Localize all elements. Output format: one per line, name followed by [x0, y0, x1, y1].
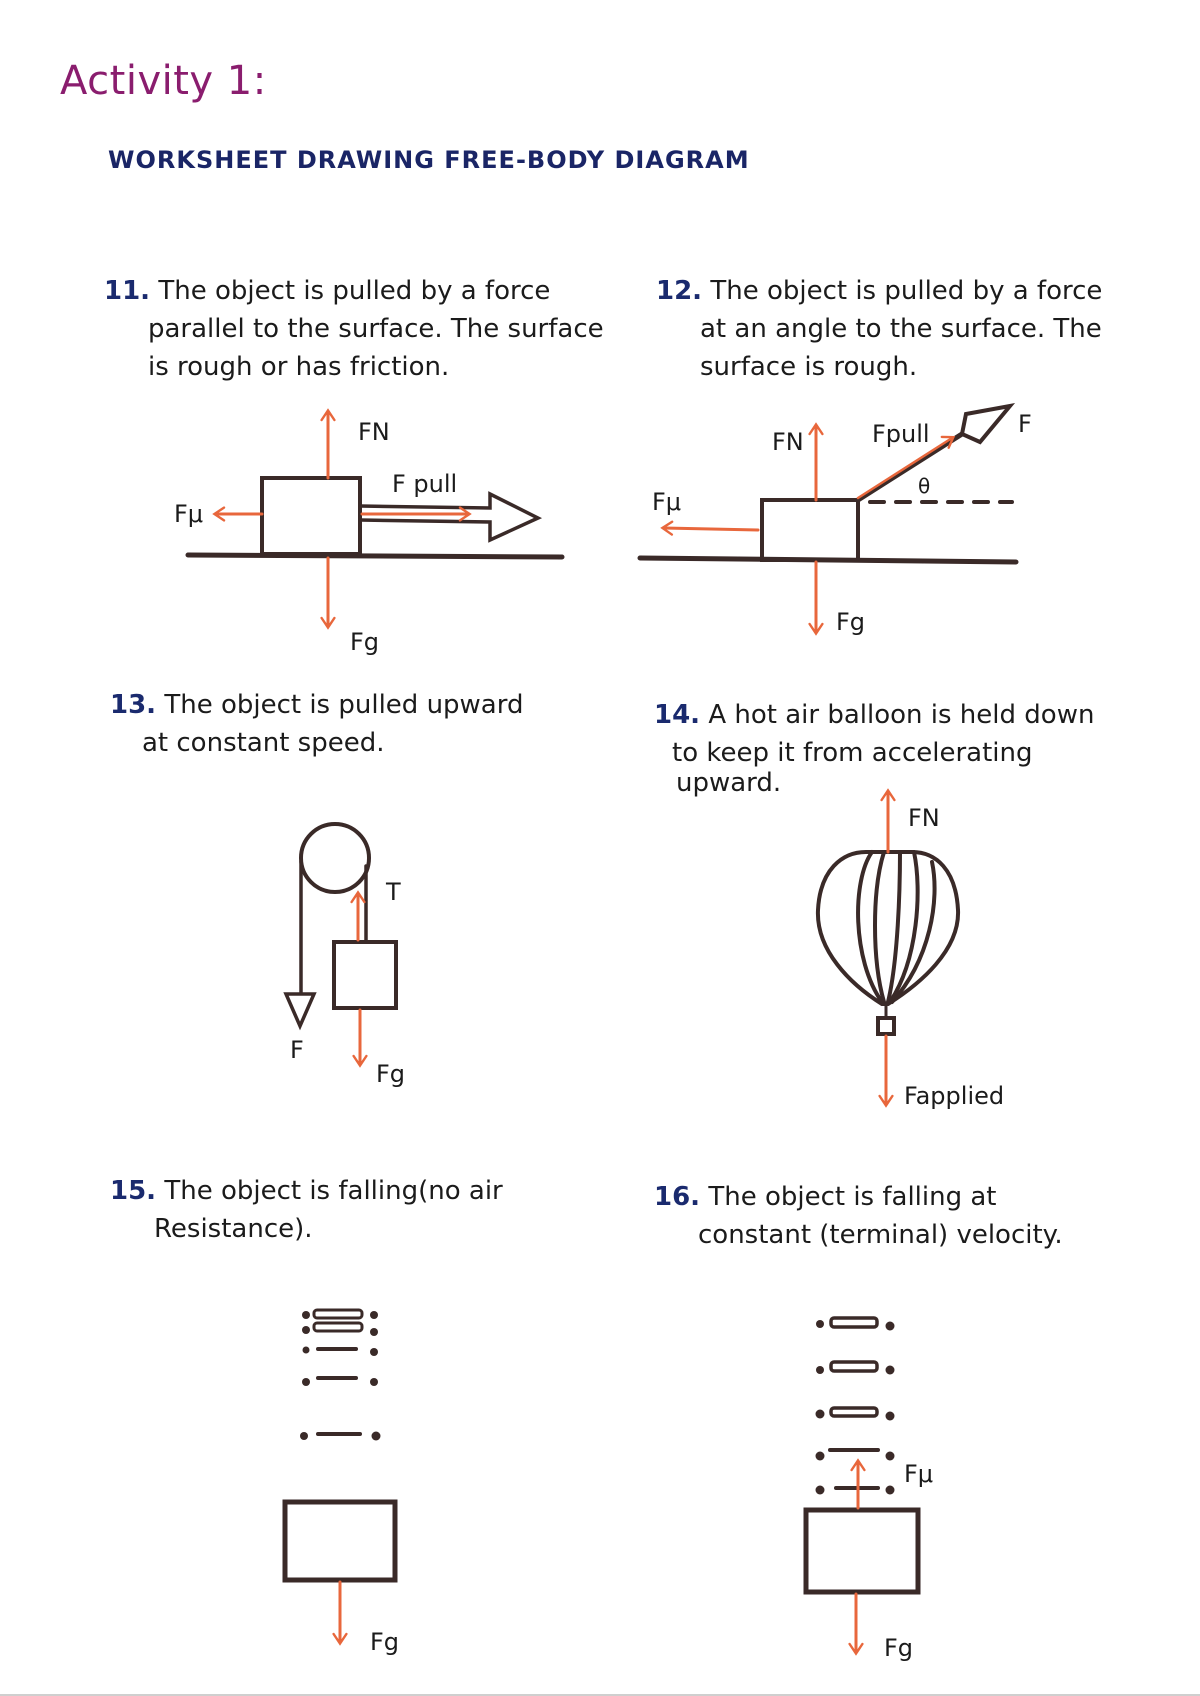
pull-arrow-outline [358, 491, 543, 543]
question-12: 12. The object is pulled by a force at a… [656, 272, 1102, 386]
question-text-line: The object is pulled by a force [710, 276, 1103, 306]
diagram-16 [803, 1316, 921, 1656]
diagram-13 [283, 822, 398, 1068]
question-text-line: The object is pulled upward [164, 690, 524, 720]
label-gravity-force: Fg [376, 1060, 406, 1088]
diagram-14 [815, 788, 961, 1108]
question-text-line: at an angle to the surface. The [700, 314, 1102, 344]
label-gravity-force: Fg [836, 608, 866, 636]
worksheet-subtitle: WORKSHEET DRAWING FREE-BODY DIAGRAM [108, 146, 750, 174]
pull-force-arrow [856, 435, 956, 500]
question-15: 15. The object is falling(no air Resista… [110, 1172, 503, 1248]
question-text-line: The object is pulled by a force [158, 276, 551, 306]
diagram-15 [282, 1308, 398, 1646]
object-block [282, 1499, 398, 1583]
object-block [760, 498, 860, 562]
question-16: 16. The object is falling at constant (t… [654, 1178, 1063, 1254]
friction-force-arrow [660, 520, 760, 536]
object-block [332, 940, 398, 1010]
question-14: 14. A hot air balloon is held down to ke… [654, 696, 1094, 802]
question-text-line: The object is falling at [708, 1182, 997, 1212]
question-text-line: surface is rough. [700, 352, 918, 382]
question-number: 14. [654, 700, 701, 730]
question-number: 15. [110, 1176, 157, 1206]
question-text-line: Resistance). [154, 1214, 313, 1244]
applied-arrow-head [959, 403, 1016, 445]
label-normal-force: FN [358, 418, 390, 446]
activity-title: Activity 1: [60, 58, 267, 104]
object-block [260, 476, 362, 556]
label-pull-force: Fpull [872, 420, 930, 448]
object-block [803, 1507, 921, 1595]
question-text-line: upward. [676, 768, 782, 798]
question-13: 13. The object is pulled upward at const… [110, 686, 523, 762]
question-text-line: The object is falling(no air [164, 1176, 503, 1206]
question-number: 11. [104, 276, 151, 306]
label-angle-theta: θ [918, 474, 931, 498]
motion-trail [815, 1316, 895, 1495]
label-tension-force: T [386, 878, 401, 906]
label-applied-force: Fapplied [904, 1082, 1005, 1110]
label-normal-force: FN [772, 428, 804, 456]
pulley [299, 822, 371, 894]
question-number: 16. [654, 1182, 701, 1212]
question-number: 12. [656, 276, 703, 306]
ground-surface [185, 552, 565, 560]
page-bottom-edge [0, 1694, 1200, 1696]
diagram-11 [185, 408, 565, 630]
label-applied-force: F [1018, 410, 1032, 438]
question-text-line: A hot air balloon is held down [708, 700, 1095, 730]
label-gravity-force: Fg [370, 1628, 400, 1656]
question-text-line: to keep it from accelerating [672, 738, 1033, 768]
applied-arrow-head [283, 992, 317, 1031]
balloon-basket [876, 1016, 896, 1036]
question-text-line: parallel to the surface. The surface [148, 314, 604, 344]
label-gravity-force: Fg [350, 628, 380, 656]
label-friction-force: Fμ [904, 1460, 934, 1488]
label-applied-force: F [290, 1036, 304, 1064]
balloon-envelope [815, 850, 961, 1006]
label-friction-force: Fμ [652, 488, 682, 516]
label-pull-force: F pull [392, 470, 458, 498]
question-11: 11. The object is pulled by a force para… [104, 272, 604, 386]
motion-trail [300, 1308, 381, 1441]
label-normal-force: FN [908, 804, 940, 832]
question-text-line: at constant speed. [142, 728, 385, 758]
diagram-12 [637, 403, 1019, 636]
label-gravity-force: Fg [884, 1634, 914, 1662]
question-text-line: is rough or has friction. [148, 352, 450, 382]
label-friction-force: Fμ [174, 500, 204, 528]
question-number: 13. [110, 690, 157, 720]
question-text-line: constant (terminal) velocity. [698, 1220, 1063, 1250]
